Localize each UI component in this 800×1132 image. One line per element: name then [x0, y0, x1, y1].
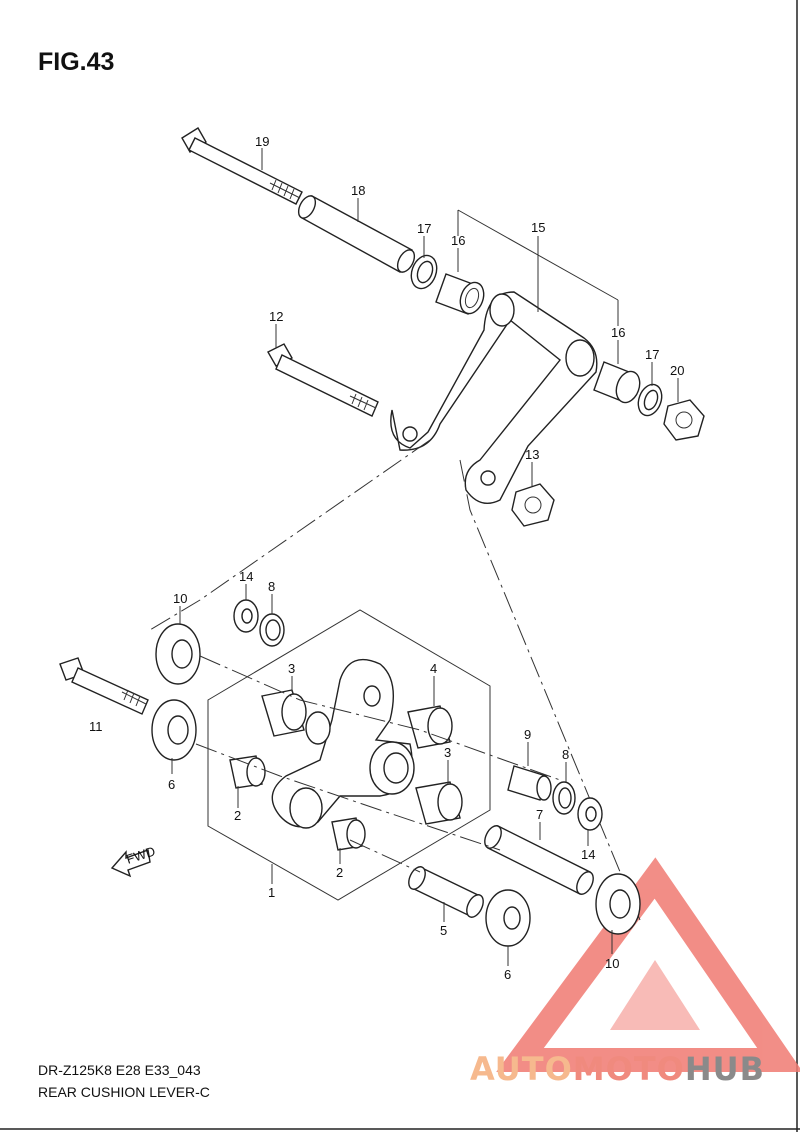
callout-10-left: 10	[173, 591, 187, 606]
axis-line-lower	[195, 743, 501, 851]
callout-7: 7	[536, 807, 543, 822]
part-3-bearing-lower	[415, 781, 463, 825]
guide-line-left	[149, 439, 431, 631]
part-6-seal-right	[485, 889, 531, 947]
watermark-triangle-icon	[496, 857, 800, 1072]
watermark-part-auto: AUTO	[470, 1050, 573, 1088]
part-9-spacer	[507, 765, 552, 801]
callout-17-upper-right: 17	[645, 347, 659, 362]
part-19-bolt	[181, 127, 303, 205]
callout-11: 11	[89, 719, 103, 734]
callout-6-right: 6	[504, 967, 511, 982]
part-1-cushion-lever	[271, 658, 415, 829]
part-6-seal-left	[151, 699, 197, 761]
callout-2-left: 2	[234, 808, 241, 823]
callout-13: 13	[525, 447, 539, 462]
callout-19: 19	[255, 134, 269, 149]
watermark-part-moto: MOTO	[572, 1050, 685, 1088]
callout-18: 18	[351, 183, 365, 198]
guide-line-right	[459, 459, 641, 921]
group-frame-1	[207, 609, 491, 901]
model-code: DR-Z125K8 E28 E33_043	[38, 1062, 201, 1078]
callout-5: 5	[440, 923, 447, 938]
part-7-tube	[484, 825, 594, 895]
callout-4: 4	[430, 661, 437, 676]
callout-17-upper-left: 17	[417, 221, 431, 236]
callout-16-upper-left: 16	[451, 233, 465, 248]
part-5-tube	[408, 866, 484, 918]
part-3-bearing-top	[261, 689, 307, 737]
axis-line-bottom	[349, 839, 421, 873]
callout-16-upper-right: 16	[611, 325, 625, 340]
part-2-bearing-left	[229, 755, 266, 789]
callout-3-lower: 3	[444, 745, 451, 760]
callout-8-left: 8	[268, 579, 275, 594]
part-16-bearing-right	[593, 361, 641, 404]
part-18-spacer	[297, 195, 416, 273]
part-14-washer-right	[577, 797, 603, 831]
part-14-washer-left	[233, 599, 259, 633]
part-20-nut	[663, 399, 705, 441]
part-17-seal-left	[410, 254, 438, 290]
callout-10-right: 10	[605, 956, 619, 971]
part-4-bearing	[407, 705, 453, 749]
callout-14-right: 14	[581, 847, 595, 862]
callout-8-right: 8	[562, 747, 569, 762]
figure-title: FIG.43	[38, 48, 115, 76]
part-13-nut	[511, 483, 555, 527]
callout-20: 20	[670, 363, 684, 378]
callout-6-left: 6	[168, 777, 175, 792]
part-17-seal-right	[637, 383, 663, 417]
part-10-seal-left	[155, 623, 201, 685]
axis-line-upper	[199, 655, 561, 781]
part-15-lever	[390, 291, 598, 504]
callout-1: 1	[268, 885, 275, 900]
section-name: REAR CUSHION LEVER-C	[38, 1084, 210, 1100]
part-8-seal-left	[259, 613, 285, 647]
part-16-bearing-left	[435, 273, 485, 315]
part-11-bolt	[59, 657, 149, 715]
callout-3-upper: 3	[288, 661, 295, 676]
callout-12: 12	[269, 309, 283, 324]
part-8-seal-right	[552, 781, 576, 815]
callout-2-bottom: 2	[336, 865, 343, 880]
watermark-logo: AUTOMOTOHUB	[470, 1050, 765, 1088]
callout-14-left: 14	[239, 569, 253, 584]
part-2-bearing-bottom	[331, 817, 366, 851]
part-12-bolt	[267, 343, 379, 417]
watermark-part-hub: HUB	[684, 1050, 766, 1088]
fwd-arrow-icon: FWD	[110, 843, 157, 878]
callout-9: 9	[524, 727, 531, 742]
part-10-seal-right	[595, 873, 641, 935]
callout-15: 15	[531, 220, 545, 235]
